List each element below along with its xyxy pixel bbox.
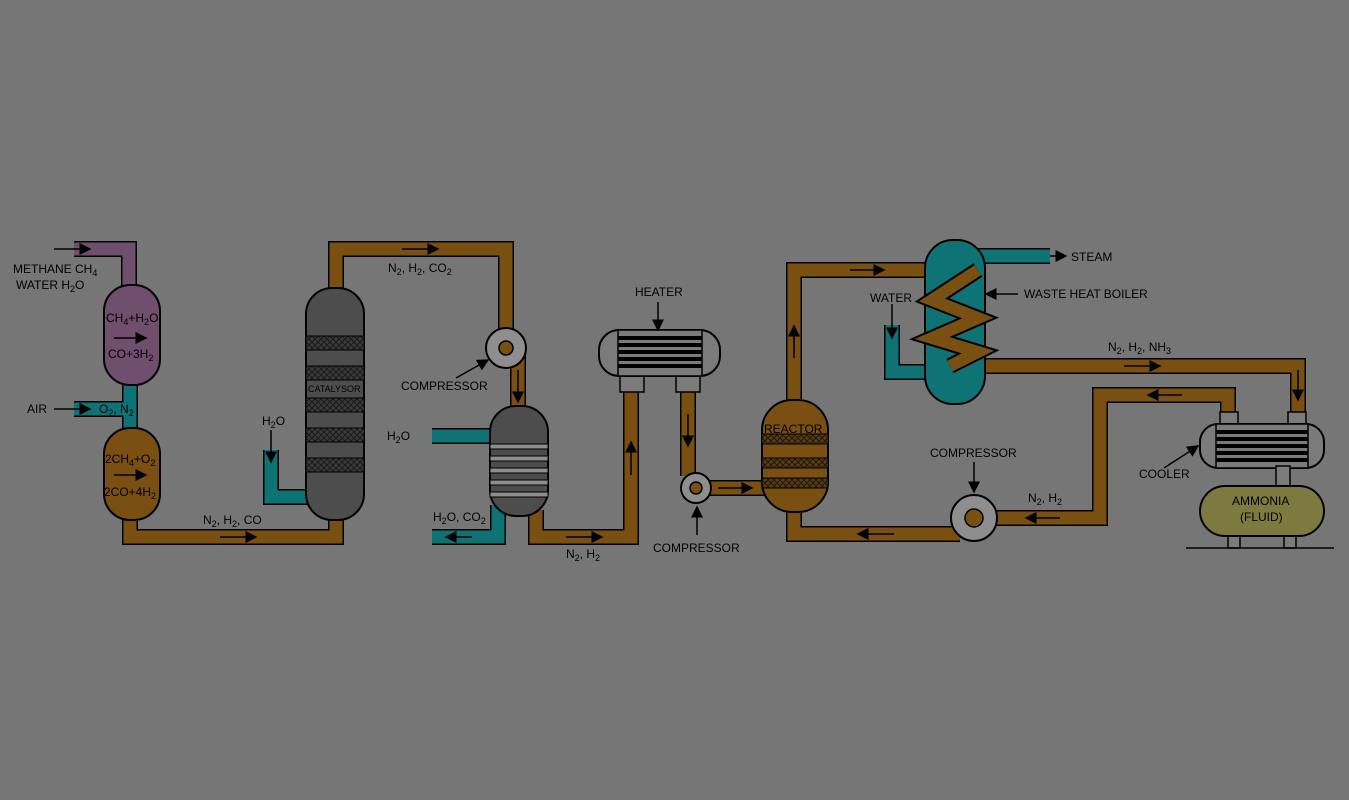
compressor-3 xyxy=(950,494,998,542)
ammonia-tank xyxy=(1186,485,1334,549)
waste-heat-boiler xyxy=(908,239,1000,405)
reformer-bottom-reaction: 2CH4+O2 xyxy=(105,452,155,468)
ammonia-label: AMMONIA xyxy=(1232,494,1289,508)
reformer-top-reaction: CH4+H2O xyxy=(106,311,158,327)
cooler-label: COOLER xyxy=(1139,467,1190,481)
boiler-water-label: WATER xyxy=(870,291,912,305)
heater-label: HEATER xyxy=(635,285,683,299)
waste-heat-boiler-label: WASTE HEAT BOILER xyxy=(1024,287,1148,301)
air-label: AIR xyxy=(27,402,47,416)
h2o-co2-label: H2O, CO2 xyxy=(433,510,486,526)
compressor-2 xyxy=(680,472,712,504)
pointer-arrow xyxy=(1163,445,1200,469)
stream-n2-h2-a: N2, H2 xyxy=(566,547,600,563)
catalysor-label: CATALYSOR xyxy=(308,384,361,394)
scrubber-to-heater-pipe xyxy=(528,388,639,545)
reformer-bottom-product: 2CO+4H2 xyxy=(104,485,156,501)
cooler xyxy=(1199,411,1325,489)
compressor-2-label: COMPRESSOR xyxy=(653,541,740,555)
reactor-label: REACTOR xyxy=(764,422,823,436)
compressor-3-label: COMPRESSOR xyxy=(930,446,1017,460)
methane-label: METHANE CH4 xyxy=(13,262,97,278)
compressor-1-label: COMPRESSOR xyxy=(401,379,488,393)
water-label: WATER H2O xyxy=(16,278,84,294)
heater xyxy=(598,329,721,393)
ammonia-fluid-label: (FLUID) xyxy=(1240,510,1283,524)
stream-n2-h2-nh3: N2, H2, NH3 xyxy=(1108,340,1171,356)
catalysor-h2o-label: H2O xyxy=(262,414,285,430)
reformer-top-product: CO+3H2 xyxy=(108,347,153,363)
compressor-1 xyxy=(485,327,527,369)
reactor xyxy=(761,399,829,513)
stream-n2-h2-co: N2, H2, CO xyxy=(203,513,262,529)
o2-n2-label: O2, N2 xyxy=(99,402,134,418)
labels: METHANE CH4 WATER H2O CH4+H2O CO+3H2 AIR… xyxy=(13,250,1289,563)
scrubber-h2o-label: H2O xyxy=(387,429,410,445)
pointer-arrow xyxy=(455,359,490,379)
steam-label: STEAM xyxy=(1071,250,1112,264)
secondary-reformer xyxy=(103,427,161,521)
catalysor-column xyxy=(305,287,365,521)
primary-reformer xyxy=(103,284,161,386)
stream-n2-h2-co2: N2, H2, CO2 xyxy=(388,261,452,277)
flow-arrows xyxy=(54,243,1304,543)
stream-n2-h2-b: N2, H2 xyxy=(1028,491,1062,507)
scrubber-column xyxy=(489,405,549,517)
